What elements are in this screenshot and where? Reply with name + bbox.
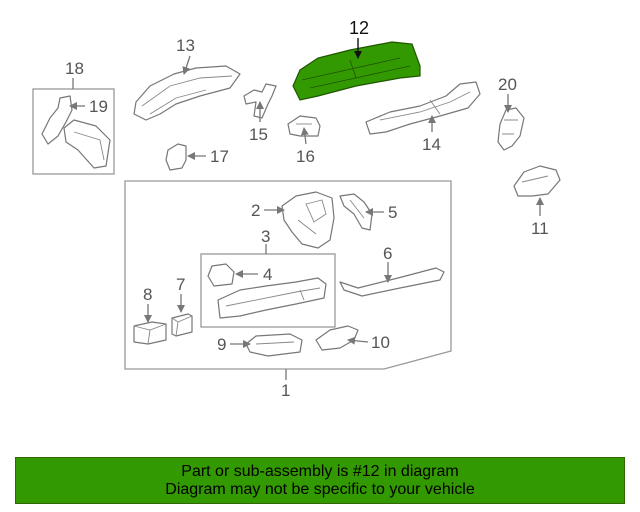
callout-20: 20 <box>498 75 517 94</box>
part-5[interactable] <box>339 193 373 231</box>
callout-2: 2 <box>251 201 260 220</box>
part-13[interactable] <box>133 65 241 121</box>
callout-10: 10 <box>371 333 390 352</box>
callout-18: 18 <box>65 59 84 78</box>
diagram-notice-banner: Part or sub-assembly is #12 in diagram D… <box>15 457 625 504</box>
part-8[interactable] <box>133 321 167 345</box>
callout-6: 6 <box>383 244 392 263</box>
callout-19: 19 <box>89 97 108 116</box>
callout-5: 5 <box>388 203 397 222</box>
callout-12: 12 <box>349 18 369 38</box>
callout-3: 3 <box>261 227 270 246</box>
part-2[interactable] <box>281 191 335 249</box>
callout-13: 13 <box>176 36 195 55</box>
leader-16 <box>300 127 309 145</box>
callout-9: 9 <box>217 335 226 354</box>
parts-diagram: 12 13 18 19 15 16 14 20 17 11 2 5 3 4 6 … <box>32 18 561 400</box>
callout-8: 8 <box>143 285 152 304</box>
callout-11: 11 <box>531 219 549 238</box>
callout-1: 1 <box>281 381 290 400</box>
callout-17: 17 <box>210 147 229 166</box>
group-3-frame <box>200 253 336 328</box>
leader-13 <box>182 55 191 75</box>
group-1-frame <box>124 180 452 370</box>
part-10[interactable] <box>315 325 359 351</box>
part-20[interactable] <box>497 107 525 151</box>
part-16[interactable] <box>287 115 321 137</box>
callout-15: 15 <box>249 125 268 144</box>
part-9[interactable] <box>245 333 303 357</box>
part-18[interactable] <box>63 119 111 169</box>
part-11[interactable] <box>513 165 561 197</box>
part-17[interactable] <box>165 143 187 171</box>
leader-10 <box>347 336 369 345</box>
part-4[interactable] <box>207 263 235 287</box>
callout-7: 7 <box>176 275 185 294</box>
banner-line-1: Part or sub-assembly is #12 in diagram <box>181 462 459 480</box>
callout-16: 16 <box>296 147 315 166</box>
callout-14: 14 <box>422 135 441 154</box>
part-7[interactable] <box>171 313 193 337</box>
part-6[interactable] <box>339 267 445 297</box>
part-12[interactable] <box>292 41 421 101</box>
banner-line-2: Diagram may not be specific to your vehi… <box>165 480 475 498</box>
part-14[interactable] <box>365 81 481 135</box>
part-3[interactable] <box>217 277 327 319</box>
callout-4: 4 <box>263 265 272 284</box>
